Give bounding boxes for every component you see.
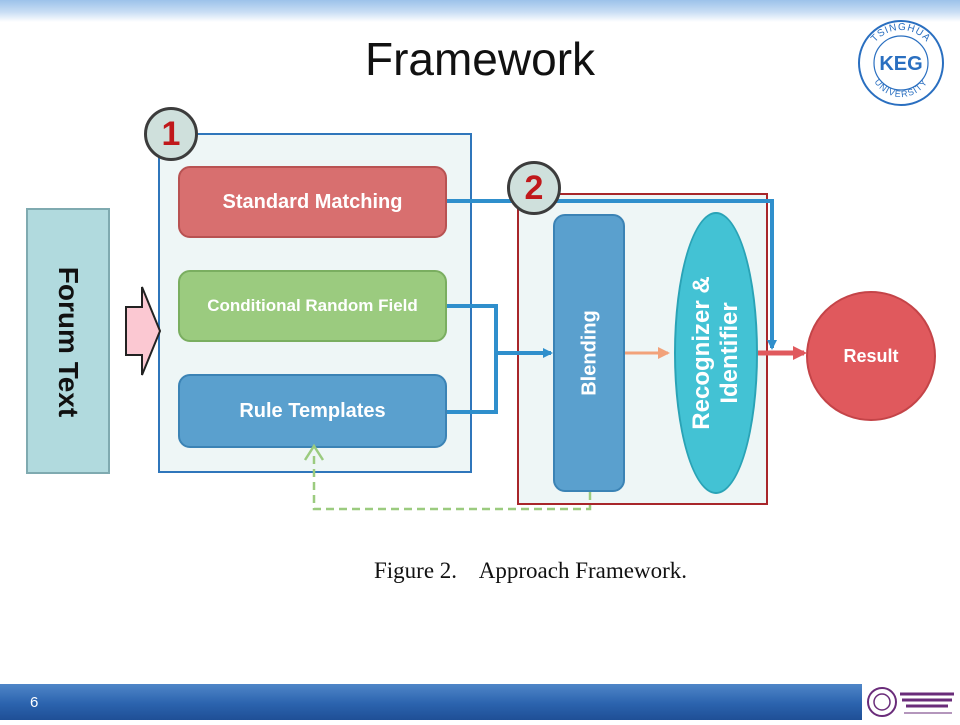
page-number: 6 — [30, 694, 39, 711]
step-badge-1: 1 — [144, 107, 198, 161]
slide-title: Framework — [364, 33, 596, 85]
tsinghua-university-icon — [867, 687, 954, 717]
top-band — [0, 0, 960, 22]
input-arrow — [125, 286, 162, 376]
feedback-dashed-connector — [312, 452, 592, 511]
recognizer-identifier-ellipse — [674, 212, 758, 494]
footer-logo-area — [862, 684, 960, 720]
result-circle: Result — [806, 291, 936, 421]
forum-text-box — [26, 208, 110, 474]
rule-templates-box: Rule Templates — [178, 374, 447, 448]
standard-matching-box: Standard Matching — [178, 166, 447, 238]
figure-caption: Figure 2. Approach Framework. — [374, 558, 687, 583]
blending-box — [553, 214, 625, 492]
svg-text:KEG: KEG — [879, 53, 922, 75]
step-badge-2: 2 — [507, 161, 561, 215]
conditional-random-field-box: Conditional Random Field — [178, 270, 447, 342]
keg-logo-icon: TSINGHUA UNIVERSITY KEG — [858, 20, 944, 106]
footer-band — [0, 684, 862, 720]
feedback-arrowhead — [303, 443, 325, 461]
